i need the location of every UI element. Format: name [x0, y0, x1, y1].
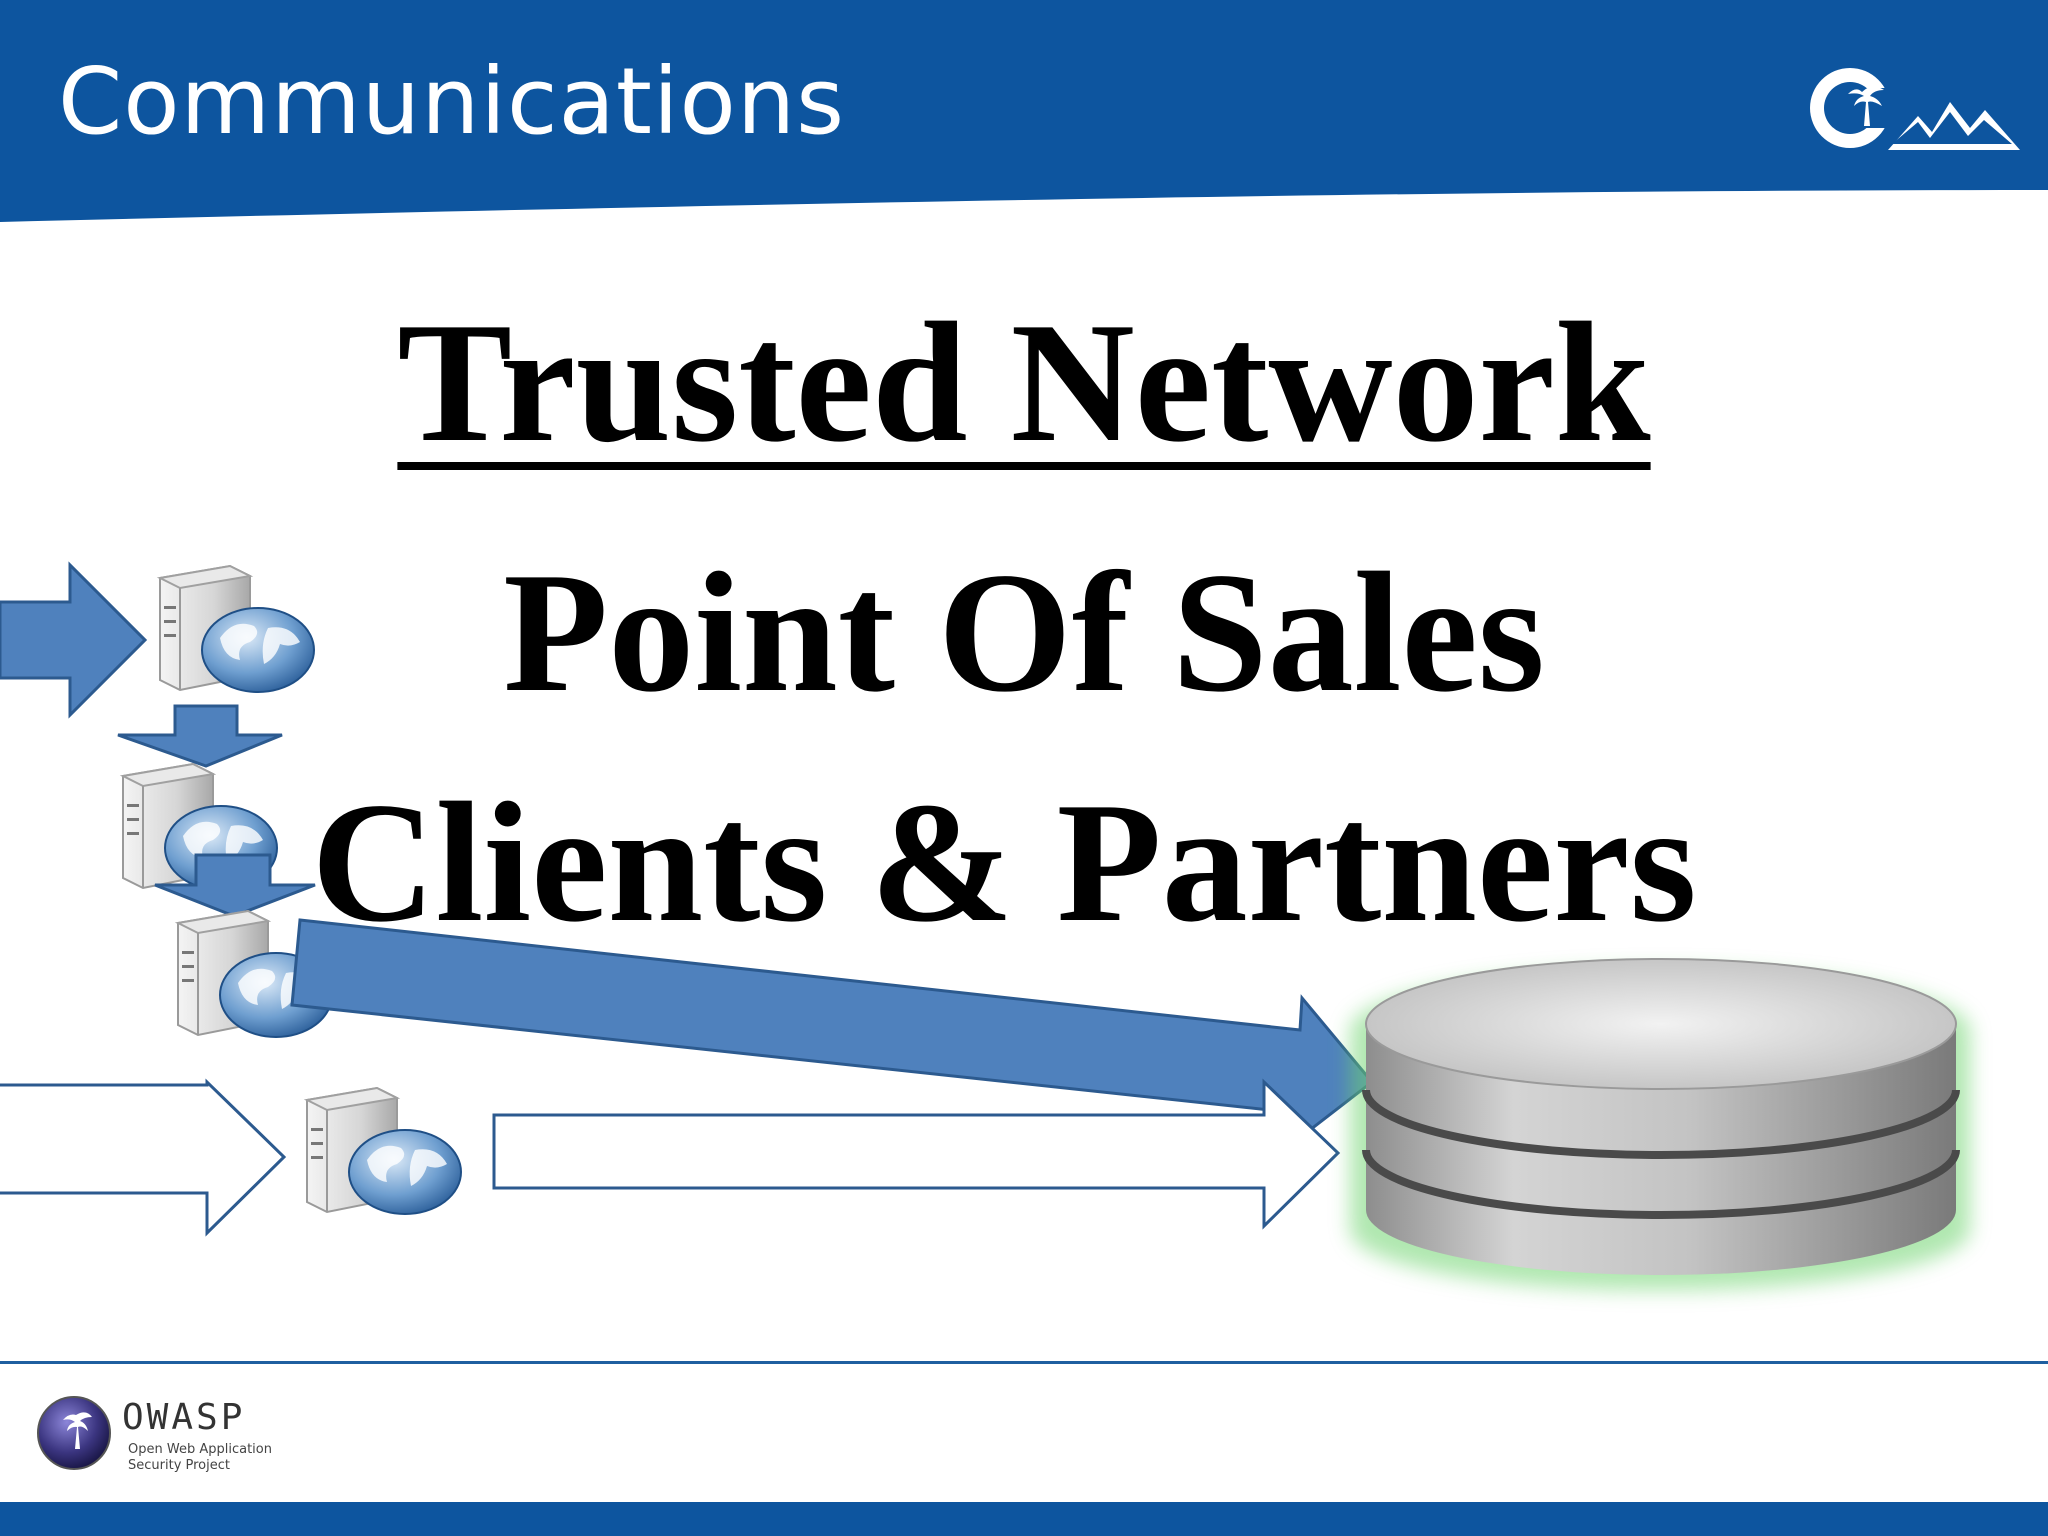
palm-mountain-logo: [1810, 68, 2020, 150]
outline-arrow-right: [492, 1078, 1341, 1230]
owasp-subtitle-2: Security Project: [128, 1458, 230, 1473]
outline-arrow-left: [0, 1078, 287, 1237]
slide-title: Communications: [58, 48, 846, 155]
owasp-subtitle-1: Open Web Application: [128, 1442, 272, 1457]
down-arrow-2: [154, 853, 316, 918]
clients-partners-text: Clients & Partners: [311, 768, 1697, 958]
owasp-logo: OWASP Open Web Application Security Proj…: [37, 1396, 272, 1473]
heading: Trusted Network: [0, 285, 2048, 482]
arrow-to-database: [290, 918, 1375, 1154]
owasp-wordmark: OWASP: [122, 1397, 245, 1438]
point-of-sales-text: Point Of Sales: [503, 538, 1545, 728]
web-server-icon-4: [306, 1087, 462, 1215]
footer-divider: [0, 1361, 2048, 1364]
down-arrow-1: [117, 704, 283, 768]
header-bar: [0, 0, 2048, 222]
database-icon: [1350, 958, 1970, 1290]
input-arrow-top: [0, 561, 148, 719]
heading-text: Trusted Network: [397, 288, 1651, 478]
footer-bar: [0, 1502, 2048, 1536]
